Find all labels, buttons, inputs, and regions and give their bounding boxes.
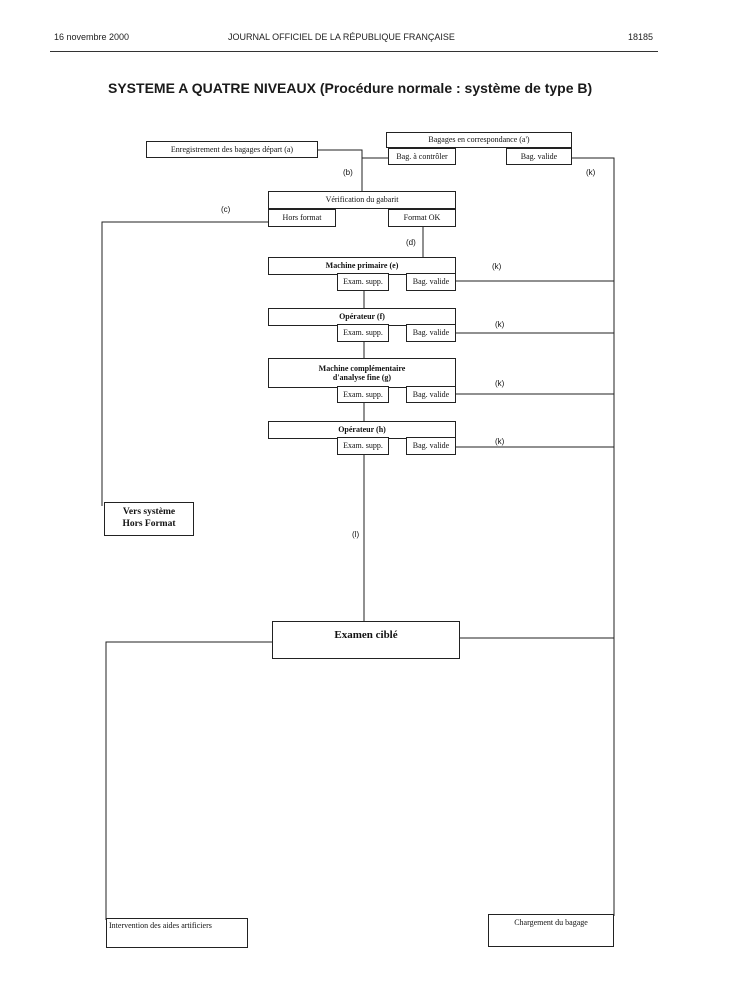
box-bag-a-controler-label: Bag. à contrôler	[396, 151, 448, 161]
header-rule	[50, 51, 658, 52]
label-k1: (k)	[586, 168, 596, 177]
connector-cible-intervention	[105, 641, 272, 920]
box-hors-format: Hors format	[268, 209, 336, 227]
box-of-exam-supp-label: Exam. supp.	[343, 328, 383, 338]
box-mc-bag-valide-label: Bag. valide	[412, 389, 450, 399]
box-machine-comp-line2: d'analyse fine (g)	[332, 373, 392, 382]
box-enregistrement-label: Enregistrement des bagages départ (a)	[170, 144, 294, 154]
box-intervention: Intervention des aides artificiers	[106, 918, 248, 948]
box-correspondance: Bagages en correspondance (a')	[386, 132, 572, 148]
connector-corr-valide-k	[572, 157, 615, 638]
label-k2: (k)	[492, 262, 502, 271]
box-oh-exam-supp: Exam. supp.	[337, 437, 389, 455]
header-page: 18185	[628, 32, 654, 42]
box-oh-bag-valide: Bag. valide	[406, 437, 456, 455]
label-k5: (k)	[495, 437, 505, 446]
box-machine-comp-line1: Machine complémentaire	[318, 363, 406, 373]
box-mp-bag-valide-label: Bag. valide	[412, 277, 450, 287]
box-mc-exam-supp-label: Exam. supp.	[343, 389, 383, 399]
box-oh-bag-valide-label: Bag. valide	[412, 441, 450, 451]
page-title: SYSTEME A QUATRE NIVEAUX (Procédure norm…	[108, 80, 593, 96]
box-operateur-f-label: Opérateur (f)	[339, 312, 385, 322]
box-machine-complementaire: Machine complémentaire d'analyse fine (g…	[268, 358, 456, 388]
box-bag-valide-corr-label: Bag. valide	[520, 151, 558, 161]
box-bag-valide-corr: Bag. valide	[506, 148, 572, 165]
label-c: (c)	[221, 205, 231, 214]
label-d: (d)	[406, 238, 416, 247]
label-k3: (k)	[495, 320, 505, 329]
box-verification-label: Vérification du gabarit	[325, 195, 399, 205]
connector-a-to-verif	[318, 149, 363, 192]
box-enregistrement: Enregistrement des bagages départ (a)	[146, 141, 318, 158]
box-mp-exam-supp-label: Exam. supp.	[343, 277, 383, 287]
box-examen-cible: Examen ciblé	[272, 621, 460, 659]
header-date: 16 novembre 2000	[54, 32, 130, 42]
box-intervention-label: Intervention des aides artificiers	[109, 921, 212, 930]
box-examen-cible-label: Examen ciblé	[334, 629, 398, 641]
box-of-exam-supp: Exam. supp.	[337, 324, 389, 342]
box-format-ok: Format OK	[388, 209, 456, 227]
box-mp-exam-supp: Exam. supp.	[337, 273, 389, 291]
box-oh-exam-supp-label: Exam. supp.	[343, 441, 383, 451]
box-verification: Vérification du gabarit	[268, 191, 456, 209]
box-format-ok-label: Format OK	[403, 213, 441, 223]
box-mp-bag-valide: Bag. valide	[406, 273, 456, 291]
label-k4: (k)	[495, 379, 505, 388]
box-mc-bag-valide: Bag. valide	[406, 386, 456, 403]
label-l: (l)	[352, 530, 360, 539]
connector-horsformat-c	[101, 221, 268, 506]
box-chargement-label: Chargement du bagage	[514, 918, 588, 927]
box-correspondance-label: Bagages en correspondance (a')	[428, 135, 530, 145]
box-hors-format-label: Hors format	[282, 213, 322, 223]
label-b: (b)	[343, 168, 353, 177]
box-bag-a-controler: Bag. à contrôler	[388, 148, 456, 165]
box-vers-systeme-line1: Vers système	[122, 507, 176, 518]
box-operateur-h-label: Opérateur (h)	[338, 425, 386, 435]
header-journal: JOURNAL OFFICIEL DE LA RÉPUBLIQUE FRANÇA…	[228, 32, 455, 42]
box-vers-systeme: Vers système Hors Format	[104, 502, 194, 536]
box-of-bag-valide: Bag. valide	[406, 324, 456, 342]
box-vers-systeme-line2: Hors Format	[122, 519, 176, 529]
box-mc-exam-supp: Exam. supp.	[337, 386, 389, 403]
box-chargement: Chargement du bagage	[488, 914, 614, 947]
box-machine-primaire-label: Machine primaire (e)	[325, 261, 399, 271]
box-of-bag-valide-label: Bag. valide	[412, 328, 450, 338]
